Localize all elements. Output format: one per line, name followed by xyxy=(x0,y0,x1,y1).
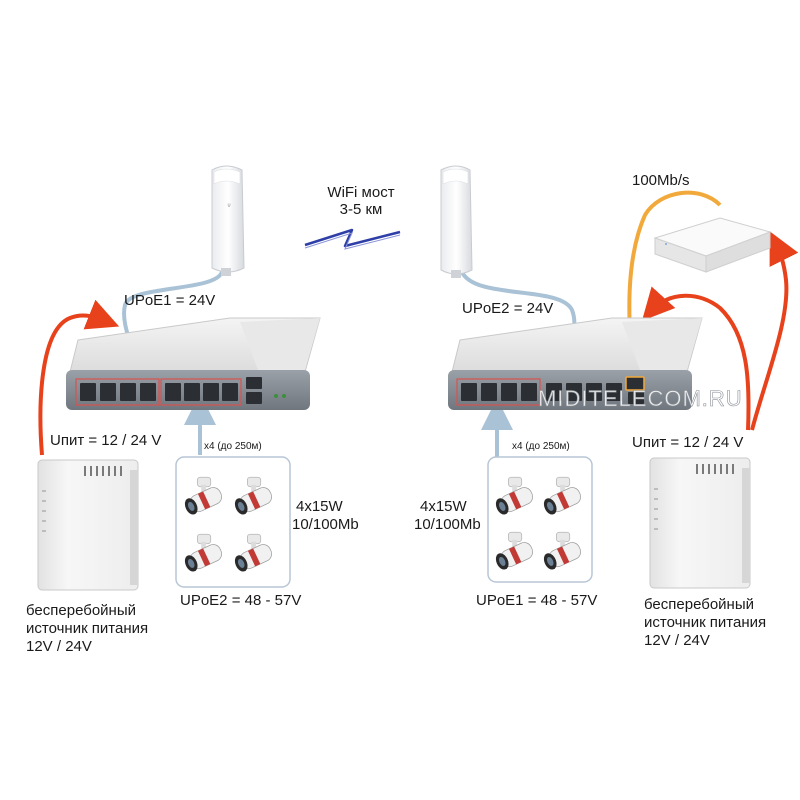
right-ups-line2: источник питания xyxy=(644,614,767,631)
right-camera-speed: 10/100Mb xyxy=(414,516,481,533)
lightning-icon xyxy=(304,228,401,248)
right-antenna-label: UPoE2 = 24V xyxy=(462,300,554,317)
right-ups-line3: 12V / 24V xyxy=(644,632,710,649)
antenna-right xyxy=(440,165,473,278)
antenna-left: ᵁ xyxy=(211,165,245,276)
right-camera-poe: UPoE1 = 48 - 57V xyxy=(476,592,598,609)
ups-icon-right xyxy=(649,457,751,589)
nvr-speed-label: 100Mb/s xyxy=(632,172,690,189)
power-cable-right-nvr xyxy=(750,231,799,431)
switch-right xyxy=(448,317,703,410)
left-ups-line3: 12V / 24V xyxy=(26,638,92,655)
left-ups-line2: источник питания xyxy=(26,620,149,637)
nvr-icon xyxy=(653,217,772,273)
left-camera-power: 4x15W xyxy=(296,498,343,515)
left-ups-line1: бесперебойный xyxy=(26,602,137,619)
right-ups-line1: бесперебойный xyxy=(644,596,755,613)
watermark: MIDITELECOM.RU xyxy=(538,386,743,412)
wifi-bridge-line1: WiFi мост xyxy=(327,184,395,201)
left-camera-speed: 10/100Mb xyxy=(292,516,359,533)
svg-text:ᵁ: ᵁ xyxy=(228,203,231,210)
left-camera-count: x4 (до 250м) xyxy=(204,441,262,452)
power-cable-left xyxy=(38,299,120,456)
switch-left xyxy=(66,317,321,410)
power-cable-right-switch xyxy=(641,286,751,431)
wifi-bridge-line2: 3-5 км xyxy=(339,201,383,218)
left-camera-poe: UPoE2 = 48 - 57V xyxy=(180,592,302,609)
wifi-bridge-label: WiFi мост 3-5 км xyxy=(316,184,406,218)
left-ups-label: бесперебойный источник питания 12V / 24V xyxy=(26,602,148,656)
right-supply-label: Uпит = 12 / 24 V xyxy=(632,434,744,451)
ups-icon-left xyxy=(37,459,139,591)
left-antenna-label: UPoE1 = 24V xyxy=(124,292,216,309)
right-camera-count: x4 (до 250м) xyxy=(512,441,570,452)
right-ups-label: бесперебойный источник питания 12V / 24V xyxy=(644,596,766,650)
left-supply-label: Uпит = 12 / 24 V xyxy=(50,432,162,449)
right-camera-power: 4x15W xyxy=(420,498,467,515)
